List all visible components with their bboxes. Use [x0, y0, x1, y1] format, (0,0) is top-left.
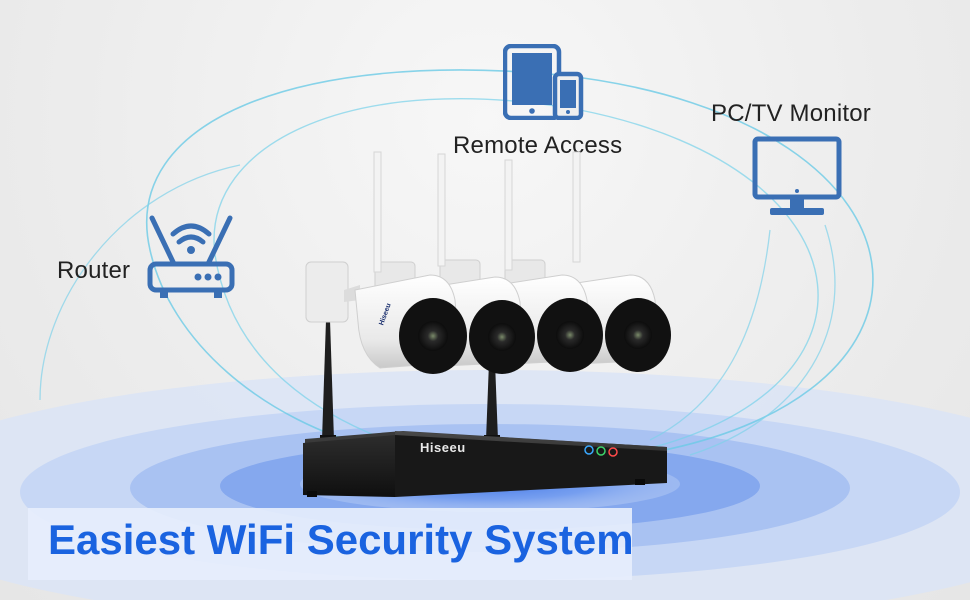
wave-arc	[213, 98, 819, 456]
monitor-label: PC/TV Monitor	[711, 100, 871, 127]
headline-text: Easiest WiFi Security System	[48, 516, 634, 563]
router-icon	[147, 215, 235, 298]
camera-group	[305, 151, 671, 374]
remote-access-label: Remote Access	[453, 132, 623, 159]
network-led-icon	[596, 446, 606, 456]
nvr-brand-logo: Hiseeu	[420, 440, 466, 455]
nvr-recorder	[303, 431, 667, 497]
monitor-icon	[752, 136, 842, 215]
hdd-led-icon	[608, 447, 618, 457]
power-led-icon	[584, 445, 594, 455]
wave-arc	[145, 69, 874, 461]
wave-arc	[39, 164, 241, 401]
headline-banner: Easiest WiFi Security System	[28, 508, 634, 580]
wave-arc	[649, 229, 771, 441]
tablet-phone-icon	[503, 44, 584, 120]
wave-arc	[689, 224, 836, 456]
antenna-left	[322, 320, 334, 440]
router-label: Router	[57, 257, 131, 284]
antenna-right	[486, 362, 498, 440]
camera-1	[305, 151, 467, 374]
